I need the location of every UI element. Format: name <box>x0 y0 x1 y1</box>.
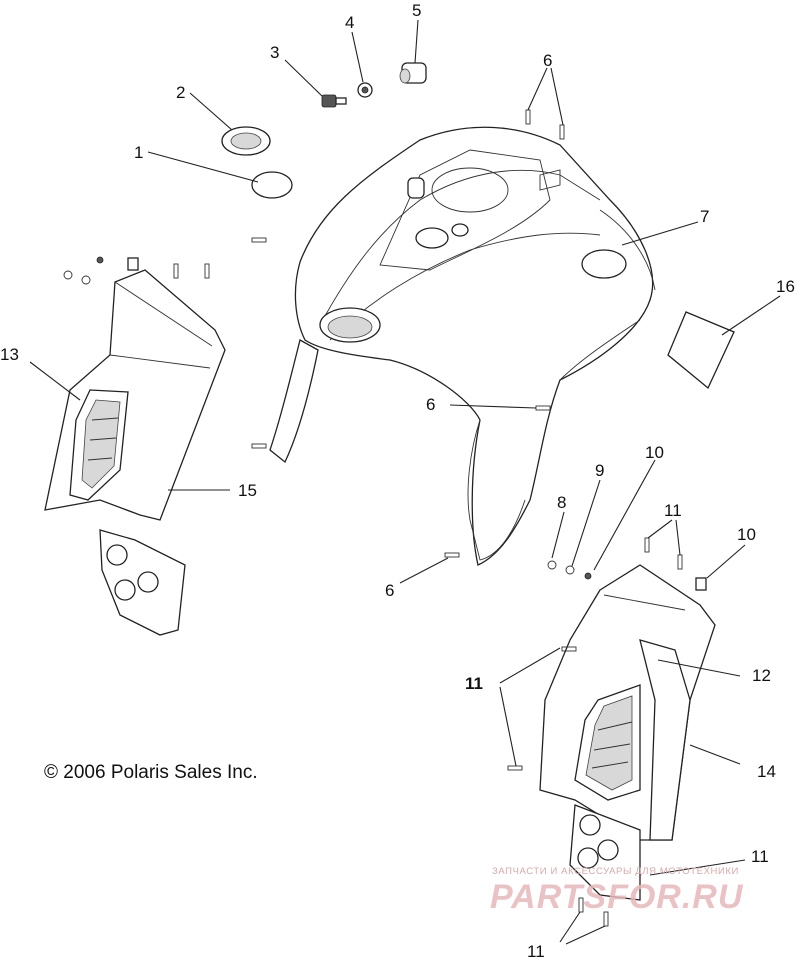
callout-11-upper: 11 <box>664 501 682 520</box>
callout-11-right: 11 <box>751 847 769 866</box>
switch-plug-part <box>321 94 347 108</box>
callout-7: 7 <box>700 207 709 226</box>
knob-part <box>399 62 427 84</box>
callout-2: 2 <box>176 83 185 102</box>
callout-15: 15 <box>238 481 257 500</box>
screw-fasteners <box>173 109 683 927</box>
callout-8: 8 <box>557 493 566 512</box>
callout-3: 3 <box>270 43 279 62</box>
callout-11-bottom: 11 <box>527 942 545 960</box>
callout-6-bottom: 6 <box>385 581 394 600</box>
hood-console-part <box>269 126 656 566</box>
callout-14: 14 <box>757 762 776 781</box>
callout-10-right: 10 <box>737 525 756 544</box>
callout-4: 4 <box>345 13 354 32</box>
copyright-notice: © 2006 Polaris Sales Inc. <box>44 762 258 783</box>
callout-11-left: 11 <box>465 674 483 693</box>
callout-6-top: 6 <box>543 51 552 70</box>
gauge-bezel-part <box>221 126 271 156</box>
callout-13: 13 <box>0 345 19 364</box>
nut-part <box>357 82 373 98</box>
left-side-panel <box>44 256 226 636</box>
o-ring-part <box>251 171 293 199</box>
callout-9: 9 <box>595 461 604 480</box>
callout-12: 12 <box>752 666 771 685</box>
callout-16: 16 <box>776 277 795 296</box>
watermark-logo: PARTSFOR.RU <box>490 878 744 916</box>
callout-10-top: 10 <box>645 443 664 462</box>
watermark-tagline: ЗАПЧАСТИ И АКСЕССУАРЫ ДЛЯ МОТОТЕХНИКИ <box>492 866 739 877</box>
callout-6-middle: 6 <box>426 395 435 414</box>
decal-part <box>667 311 735 390</box>
leader-lines <box>29 19 781 945</box>
right-side-panel <box>539 560 716 901</box>
callout-5: 5 <box>412 1 421 20</box>
callout-1: 1 <box>134 143 143 162</box>
